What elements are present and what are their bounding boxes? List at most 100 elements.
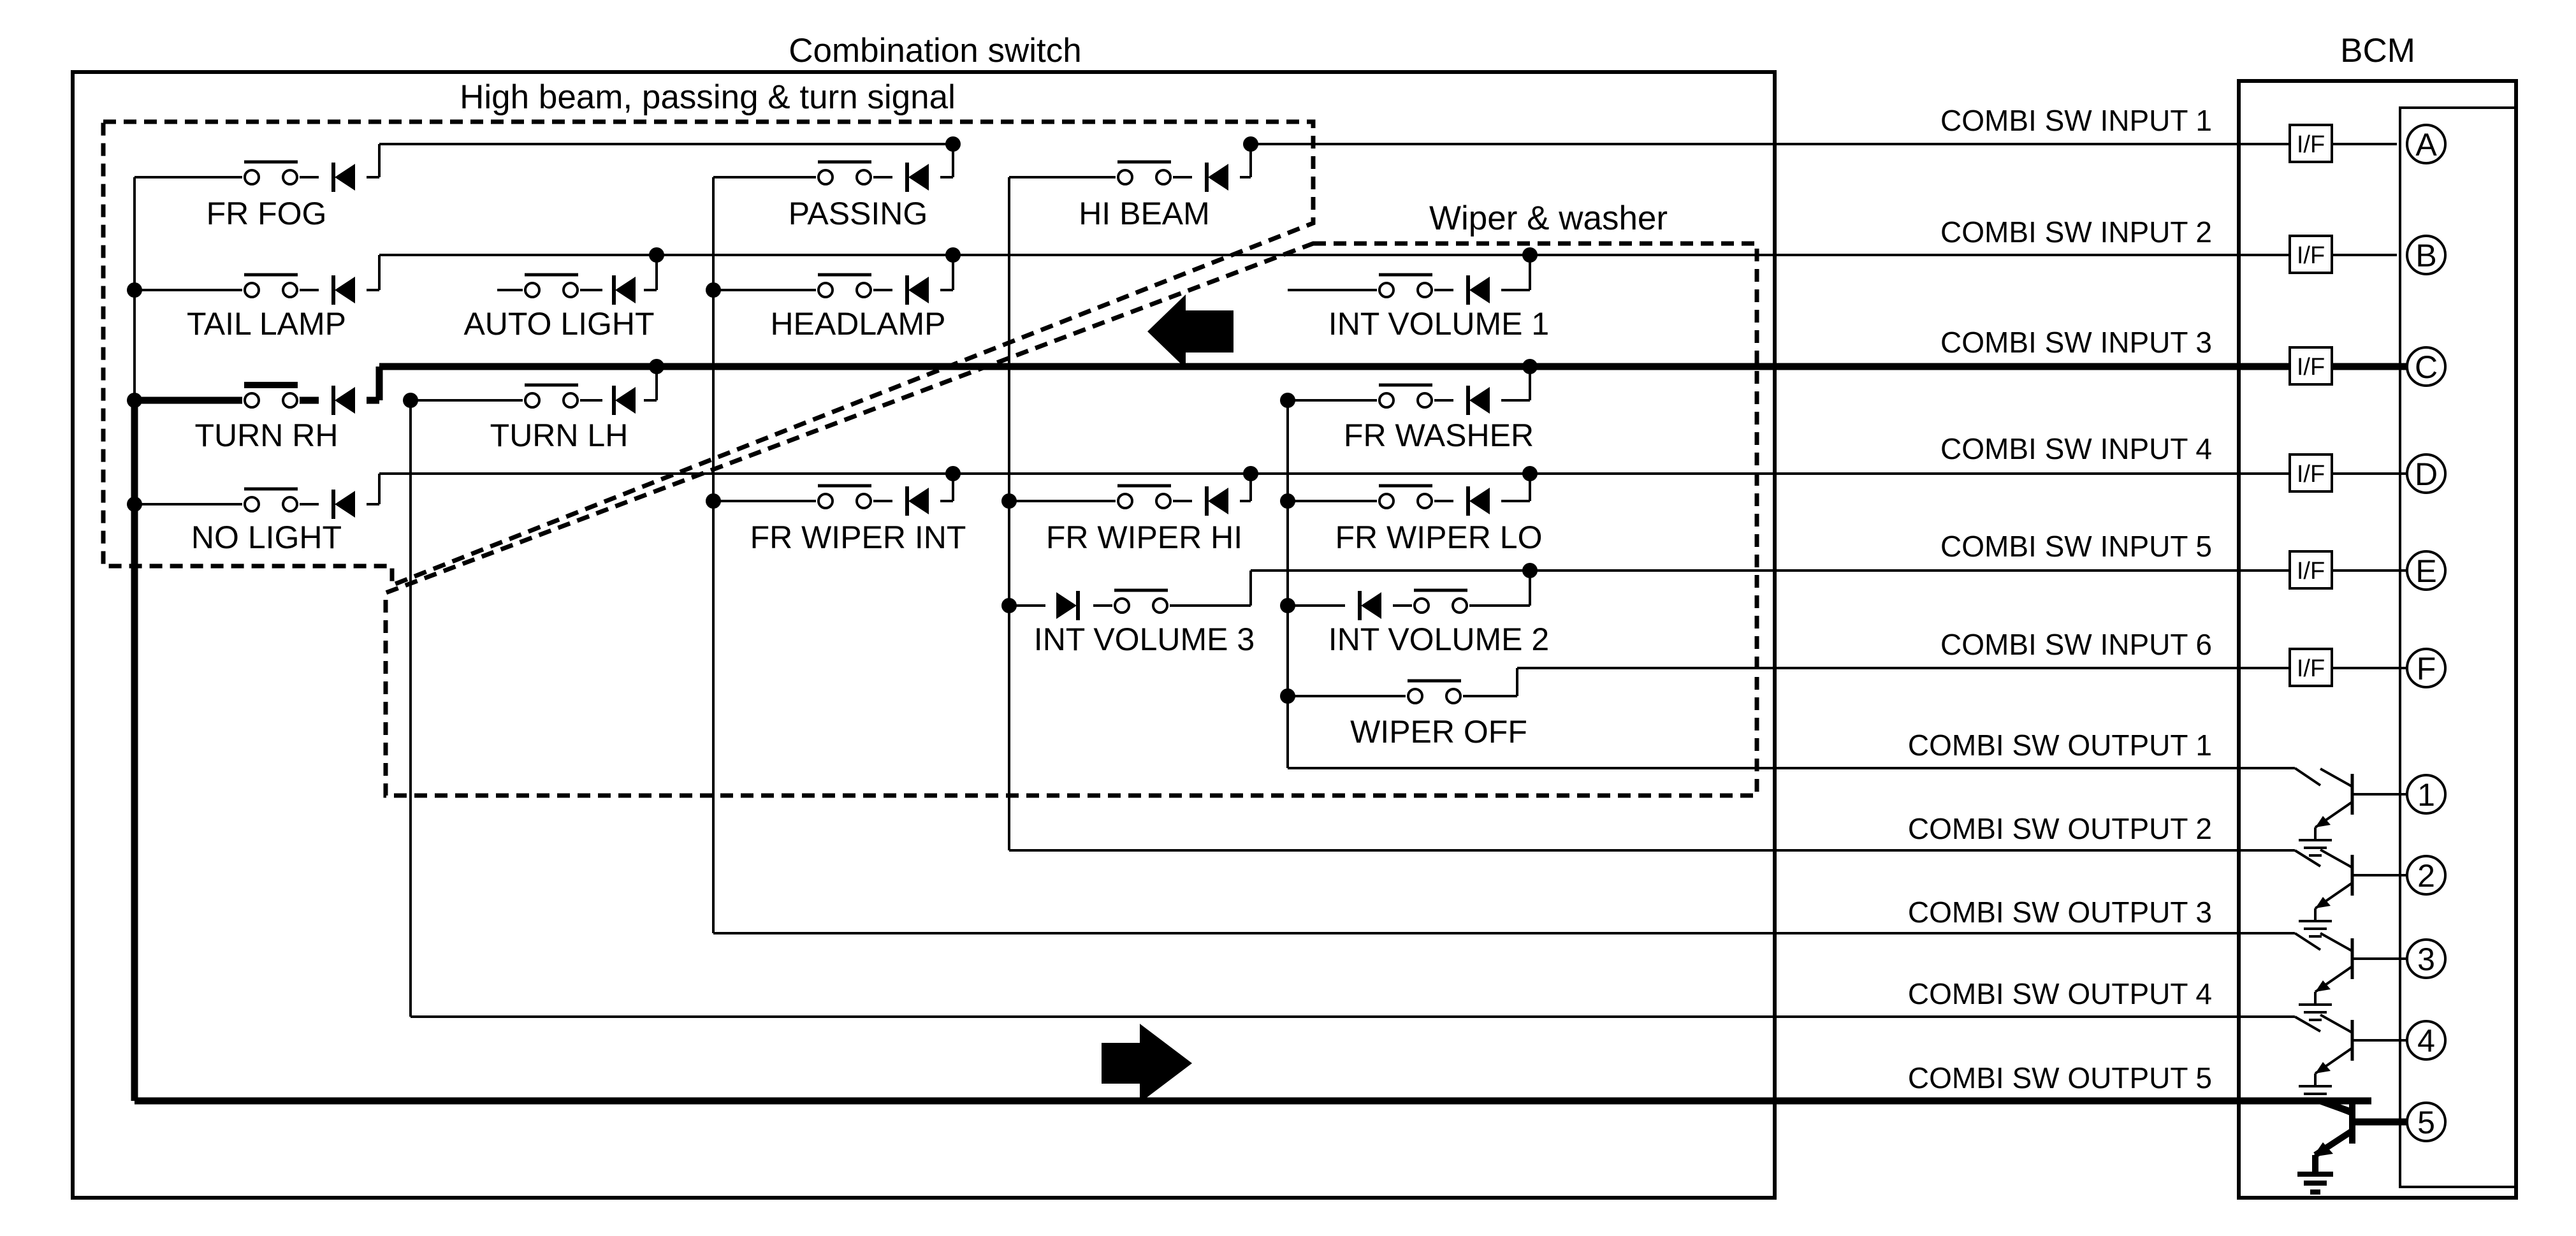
label-fr-wiper-int: FR WIPER INT (750, 520, 966, 555)
output-row-5: 5 (2297, 1097, 2447, 1195)
interface-box-e: I/F (2297, 558, 2325, 585)
lighting-group-title: High beam, passing & turn signal (460, 78, 956, 116)
terminal-2: 2 (2417, 858, 2435, 894)
label-int-volume-2: INT VOLUME 2 (1328, 622, 1549, 657)
label-wiper-off: WIPER OFF (1350, 714, 1527, 750)
diode-tail-lamp (333, 275, 355, 305)
switch-passing (818, 162, 871, 184)
diodes (333, 163, 1490, 620)
label-int-volume-1: INT VOLUME 1 (1328, 306, 1549, 342)
switch-fr-wiper-hi (1117, 486, 1171, 508)
terminal-3: 3 (2417, 942, 2435, 977)
switch-hi-beam (1117, 162, 1171, 184)
interface-box-f: I/F (2297, 655, 2325, 682)
switch-fr-wiper-int (818, 486, 871, 508)
switch-auto-light (525, 275, 578, 297)
diode-no-light (333, 490, 355, 519)
terminal-a: A (2415, 127, 2437, 163)
diode-int-volume-1 (1468, 275, 1490, 305)
label-turn-lh: TURN LH (490, 418, 629, 453)
diode-turn-rh (333, 386, 355, 415)
switch-wiper-off (1408, 681, 1461, 703)
switch-int-volume-3 (1114, 590, 1168, 613)
combination-switch-title: Combination switch (789, 32, 1082, 69)
output-row-3: 3 (2257, 933, 2447, 1020)
bcm-connector-block (2399, 106, 2517, 1188)
signal-output-2: COMBI SW OUTPUT 2 (1908, 812, 2212, 845)
diode-fr-wiper-lo (1468, 486, 1490, 516)
wiper-group-title: Wiper & washer (1429, 200, 1668, 237)
switch-no-light (244, 489, 298, 511)
input-row-f: I/F F (2266, 648, 2447, 688)
bcm-outputs: 1 2 3 4 (2257, 767, 2447, 1195)
diode-fr-wiper-int (907, 486, 929, 516)
lighting-group-region (101, 119, 1316, 589)
label-turn-rh: TURN RH (195, 418, 338, 453)
signal-input-3: COMBI SW INPUT 3 (1940, 326, 2212, 359)
switch-fr-wiper-lo (1379, 486, 1432, 508)
signal-output-4: COMBI SW OUTPUT 4 (1908, 977, 2212, 1010)
switch-tail-lamp (244, 275, 298, 297)
terminal-4: 4 (2417, 1023, 2435, 1059)
signal-input-2: COMBI SW INPUT 2 (1940, 215, 2212, 249)
terminal-5: 5 (2417, 1105, 2435, 1140)
current-flow-arrow-left (1147, 294, 1233, 368)
switch-labels: FR FOG TAIL LAMP TURN RH NO LIGHT AUTO L… (187, 196, 1549, 750)
signal-labels: COMBI SW INPUT 1 COMBI SW INPUT 2 COMBI … (1908, 104, 2212, 1094)
switch-turn-lh (525, 385, 578, 407)
diode-int-volume-3 (1056, 591, 1080, 620)
terminal-b: B (2415, 238, 2436, 273)
output-row-1: 1 (2257, 767, 2447, 855)
diode-int-volume-2 (1360, 591, 1381, 620)
label-fr-wiper-hi: FR WIPER HI (1046, 520, 1242, 555)
terminal-1: 1 (2417, 777, 2435, 813)
bcm-box (2237, 79, 2518, 1200)
switch-int-volume-2 (1414, 590, 1467, 613)
switch-headlamp (818, 275, 871, 297)
signal-output-1: COMBI SW OUTPUT 1 (1908, 729, 2212, 762)
signal-input-5: COMBI SW INPUT 5 (1940, 530, 2212, 563)
switch-turn-rh (244, 382, 298, 409)
label-headlamp: HEADLAMP (770, 306, 945, 342)
label-fr-washer: FR WASHER (1344, 418, 1534, 453)
terminal-f: F (2417, 651, 2436, 687)
label-no-light: NO LIGHT (191, 520, 342, 555)
label-hi-beam: HI BEAM (1079, 196, 1210, 231)
label-auto-light: AUTO LIGHT (463, 306, 654, 342)
switch-int-volume-1 (1379, 275, 1432, 297)
signal-input-4: COMBI SW INPUT 4 (1940, 432, 2212, 465)
diode-headlamp (907, 275, 929, 305)
diode-turn-lh (614, 386, 636, 415)
signal-input-1: COMBI SW INPUT 1 (1940, 104, 2212, 137)
interface-box-c: I/F (2297, 354, 2325, 381)
diode-passing (907, 163, 929, 192)
diode-auto-light (614, 275, 636, 305)
diode-fr-fog (333, 163, 355, 192)
input-row-c: I/F C (2266, 346, 2447, 387)
label-fr-wiper-lo: FR WIPER LO (1335, 520, 1542, 555)
label-tail-lamp: TAIL LAMP (187, 306, 346, 342)
bcm-title: BCM (2340, 32, 2415, 69)
switch-fr-washer (1379, 385, 1432, 407)
input-row-a: I/F A (2266, 124, 2447, 164)
diode-fr-wiper-hi (1207, 486, 1228, 516)
wiper-group-region (383, 241, 1759, 798)
combination-switch-box (71, 70, 1777, 1200)
input-row-b: I/F B (2266, 235, 2447, 275)
label-passing: PASSING (789, 196, 928, 231)
input-row-e: I/F E (2266, 550, 2447, 591)
interface-box-d: I/F (2297, 461, 2325, 488)
diode-fr-washer (1468, 386, 1490, 415)
interface-box-b: I/F (2297, 242, 2325, 269)
signal-input-6: COMBI SW INPUT 6 (1940, 628, 2212, 661)
output-row-4: 4 (2257, 1015, 2447, 1101)
terminal-e: E (2415, 553, 2436, 589)
switch-contacts (244, 162, 1467, 703)
label-fr-fog: FR FOG (207, 196, 327, 231)
terminal-d: D (2415, 456, 2438, 492)
interface-box-a: I/F (2297, 131, 2325, 158)
output-row-2: 2 (2257, 850, 2447, 936)
label-int-volume-3: INT VOLUME 3 (1034, 622, 1255, 657)
current-flow-arrow-right (1102, 1024, 1192, 1103)
